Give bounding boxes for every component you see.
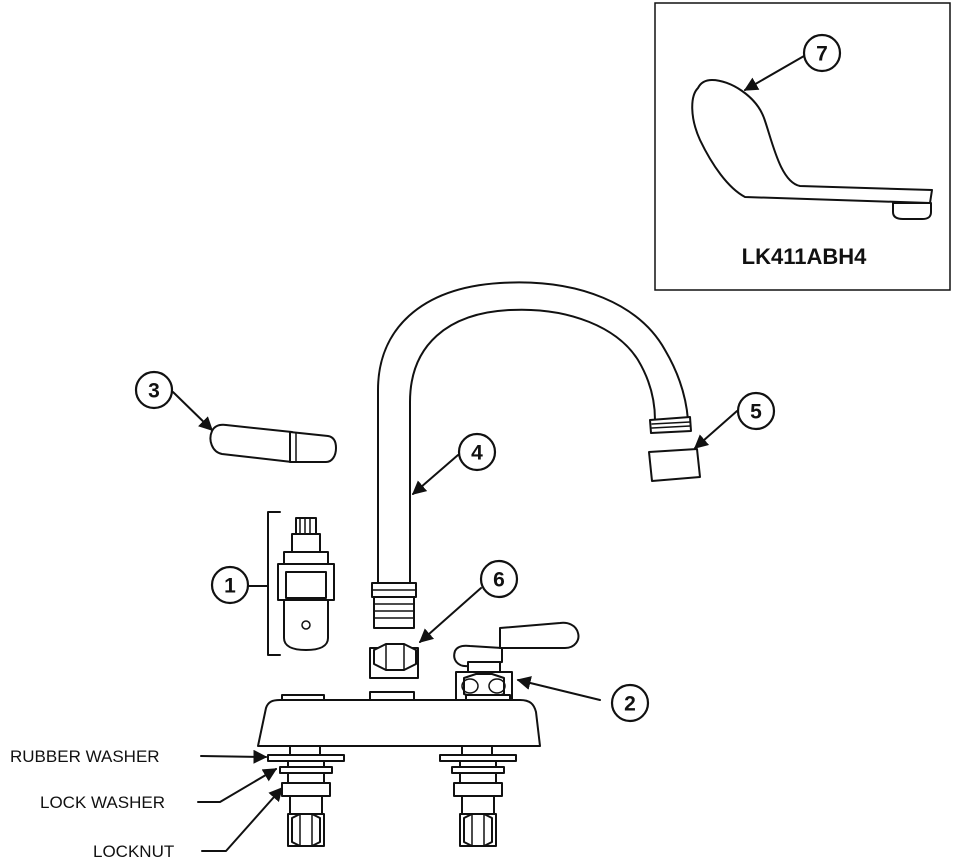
- rubber-washer-leader: [200, 749, 268, 764]
- wrist-blade-handle: [691, 79, 933, 220]
- label-lock-washer: LOCK WASHER: [40, 793, 165, 812]
- aerator: [648, 448, 701, 482]
- callout-3-number: 3: [148, 380, 160, 403]
- label-rubber-washer: RUBBER WASHER: [10, 747, 160, 766]
- callout-4-leader: [411, 454, 459, 495]
- callout-2-number: 2: [624, 693, 636, 716]
- left-shank-assembly: [267, 745, 345, 847]
- gooseneck-spout: [371, 281, 692, 629]
- inset-panel: 7 LK411ABH4: [654, 2, 951, 291]
- callout-6-leader: [418, 587, 482, 643]
- model-number: LK411ABH4: [742, 244, 867, 269]
- valve-cartridge: [267, 511, 335, 656]
- callout-3: 3: [134, 370, 174, 410]
- valve-with-handle: [453, 621, 580, 701]
- label-locknut: LOCKNUT: [93, 842, 174, 861]
- callout-5-number: 5: [750, 401, 762, 424]
- callout-6-number: 6: [493, 569, 505, 592]
- callout-4-number: 4: [471, 442, 483, 465]
- callout-7-leader: [743, 55, 805, 91]
- callout-1: 1: [210, 565, 269, 605]
- lever-handle: [209, 423, 337, 463]
- right-shank-assembly: [439, 745, 517, 847]
- callout-7: 7: [802, 33, 842, 73]
- callout-6: 6: [479, 559, 519, 599]
- callout-7-number: 7: [816, 43, 828, 66]
- lock-washer-leader: [197, 768, 278, 803]
- callout-5: 5: [736, 391, 776, 431]
- callout-4: 4: [457, 432, 497, 472]
- locknut-part: [281, 782, 331, 797]
- callout-1-number: 1: [224, 575, 236, 598]
- callout-2: 2: [610, 683, 650, 723]
- callout-2-leader: [516, 676, 601, 701]
- callout-5-leader: [693, 410, 738, 449]
- coupling-nut: [369, 643, 419, 679]
- faucet-body: [257, 691, 541, 747]
- callout-3-leader: [172, 391, 214, 431]
- locknut-leader: [201, 786, 283, 852]
